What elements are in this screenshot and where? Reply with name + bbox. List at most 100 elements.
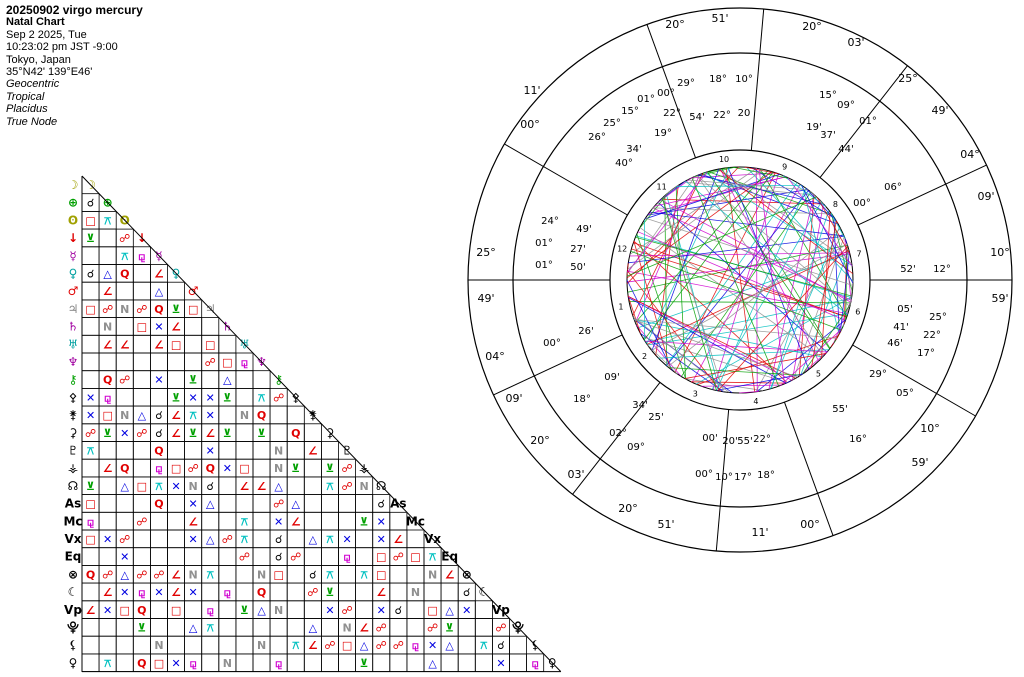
aspect-line [633,241,671,370]
cusp-degree-label: 25° [476,246,496,259]
aspect-glyph: ∠ [120,338,130,351]
aspect-glyph: ☌ [275,551,282,564]
cusp-degree-label: 10° [920,422,940,435]
aspect-glyph: ☍ [102,568,113,581]
cusp-degree-label: 09' [505,392,522,405]
aspect-line [676,184,802,188]
aspect-glyph: △ [274,480,283,493]
aspect-line [680,191,812,377]
planet-degree-label: 09° [627,442,645,453]
aspect-line [637,231,846,321]
aspect-glyph: △ [428,657,437,670]
grid-row-label: ♇ [68,444,79,458]
aspect-glyph: ☍ [341,480,352,493]
aspect-glyph: ⊻ [240,604,249,617]
aspect-line [830,212,846,240]
aspect-glyph: ☍ [136,515,147,528]
aspect-glyph: ∠ [103,338,113,351]
aspect-glyph: Ν [274,462,283,475]
grid-row-label: ☾ [68,585,79,599]
aspect-glyph: ∠ [103,586,113,599]
aspect-line [802,185,840,335]
aspect-glyph: △ [445,604,454,617]
planet-degree-label: 25° [603,118,621,129]
aspect-glyph: ∠ [308,639,318,652]
aspect-line [739,390,760,394]
planet-degree-label: 22° [753,434,771,445]
aspect-glyph: Q [103,374,112,387]
aspect-glyph: ☍ [136,303,147,316]
aspect-line [685,180,848,316]
aspect-line [697,174,825,205]
chart-date: Sep 2 2025, Tue [6,28,87,41]
aspect-glyph: □ [171,462,181,475]
aspect-glyph: Ν [342,622,351,635]
aspect-glyph: ✕ [206,409,215,422]
aspect-glyph: ✕ [171,657,180,670]
aspect-glyph: ⚻ [104,214,112,227]
aspect-line [657,202,828,353]
aspect-glyph: ✕ [171,480,180,493]
aspect-line [768,194,815,390]
aspect-glyph: □ [239,462,249,475]
aspect-line [635,170,769,323]
aspect-glyph: ⚼ [138,250,146,263]
planet-degree-label: 22° [713,110,731,121]
grid-row-label: ♀ [69,267,78,281]
planet-degree-label: 26' [578,326,593,337]
grid-row-label: Eq [65,550,82,564]
planet-degree-label: 18° [573,394,591,405]
aspect-glyph: ✕ [206,391,215,404]
aspect-glyph: ∠ [171,568,181,581]
house-number: 11 [656,183,666,192]
aspect-glyph: ⚻ [241,533,249,546]
aspect-glyph: ⊻ [86,480,95,493]
aspect-glyph: □ [85,498,95,511]
aspect-glyph: Q [257,409,266,422]
aspect-glyph: ∠ [376,586,386,599]
aspect-glyph: □ [205,338,215,351]
aspect-glyph: ∠ [103,462,113,475]
aspect-glyph: ☍ [427,622,438,635]
aspect-glyph: □ [137,321,147,334]
aspect-glyph: ✕ [86,391,95,404]
aspect-glyph: ⊻ [360,515,369,528]
aspect-line [845,244,848,321]
aspect-line [629,252,850,257]
aspect-glyph: ☍ [205,356,216,369]
aspect-glyph: ✕ [120,427,129,440]
aspect-glyph: Q [137,604,146,617]
aspect-glyph: ∠ [291,515,301,528]
aspect-line [816,197,851,255]
aspect-glyph: Q [86,568,95,581]
aspect-glyph: ✕ [154,321,163,334]
aspect-line [654,176,787,207]
aspect-line [635,236,852,297]
cusp-degree-label: 03' [847,36,864,49]
aspect-glyph: △ [309,533,318,546]
house-cusp-line [715,409,730,552]
aspect-glyph: ⚻ [104,657,112,670]
planet-degree-label: 05' [897,304,912,315]
planet-degree-label: 54' [689,112,704,123]
aspect-line [716,188,807,391]
aspect-line [711,201,822,390]
grid-diagonal-border [81,175,562,672]
aspect-glyph: △ [360,639,369,652]
cusp-degree-label: 49' [477,292,494,305]
cusp-degree-label: 49' [931,104,948,117]
aspect-line [662,197,724,392]
house-number: 7 [857,250,862,259]
aspect-glyph: ⚻ [87,445,95,458]
aspect-glyph: Ν [189,480,198,493]
planet-degree-label: 37' [820,130,835,141]
aspect-line [758,168,785,384]
house-cusp-line [493,334,623,396]
aspect-glyph: ☍ [393,639,404,652]
aspect-line [626,171,708,273]
cusp-degree-label: 59' [911,456,928,469]
planet-degree-label: 34' [632,400,647,411]
aspect-glyph: Q [120,268,129,281]
aspect-glyph: ⚻ [241,515,249,528]
